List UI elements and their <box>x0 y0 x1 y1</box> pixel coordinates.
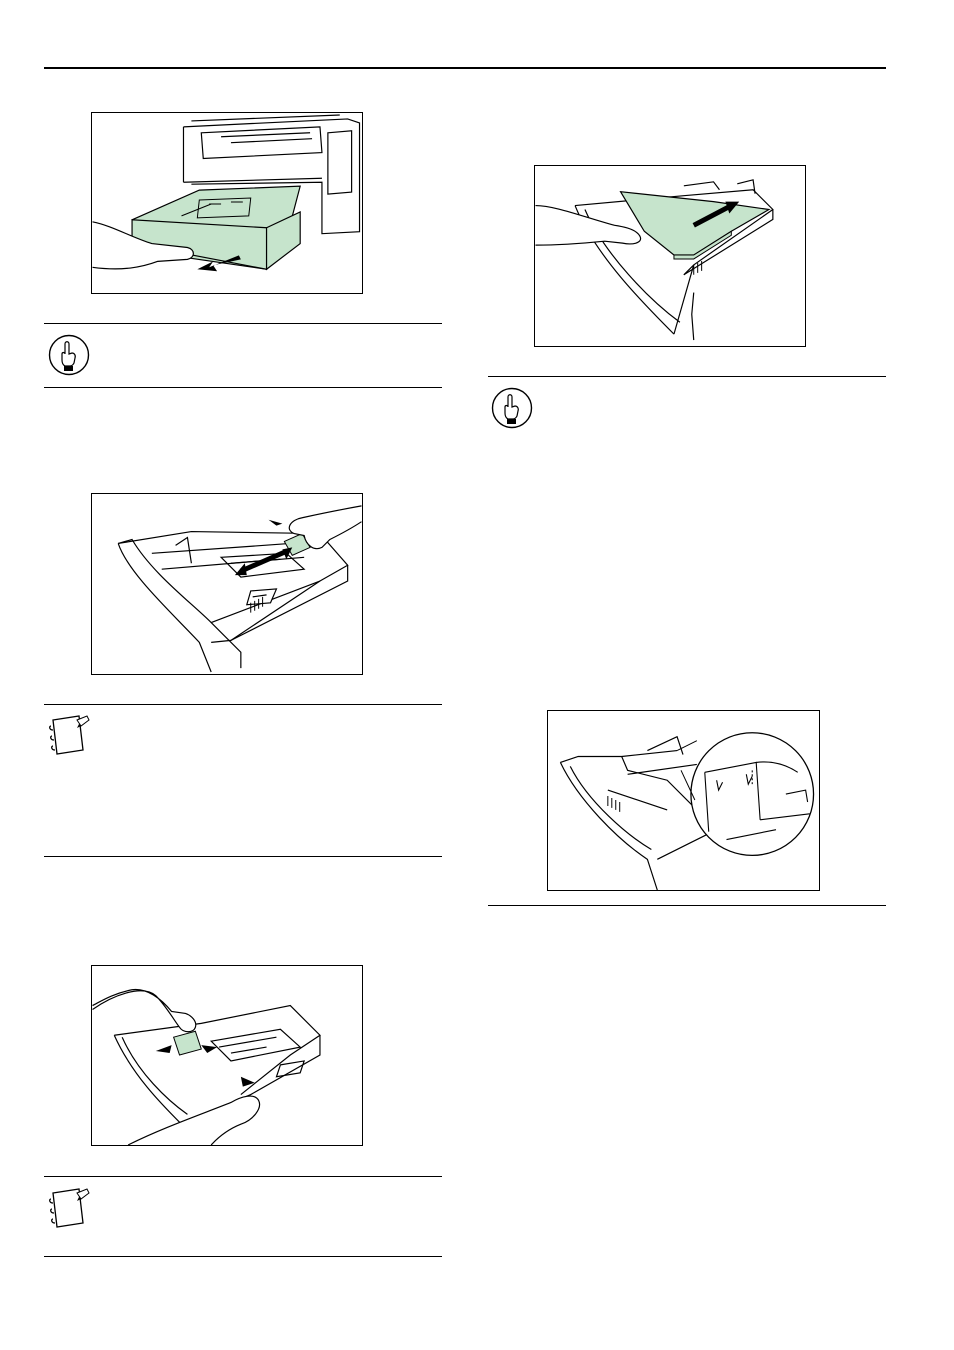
callout-bottom-rule <box>44 1256 442 1257</box>
callout-bottom-rule <box>44 856 442 857</box>
callout-bottom-rule <box>44 387 442 388</box>
fig-adjust-width-guides <box>91 965 363 1146</box>
width-guide-illustration <box>92 989 321 1145</box>
notepad-icon <box>47 714 91 758</box>
callout-top-rule <box>44 1176 442 1177</box>
callout-top-rule <box>488 376 886 377</box>
section-end-rule <box>488 905 886 906</box>
notepad-icon <box>47 1187 91 1231</box>
fig-paper-size-label <box>547 710 820 891</box>
fig-pull-out-drawer <box>91 112 363 294</box>
paper-load-illustration <box>535 179 774 341</box>
pointing-hand-icon <box>46 334 92 378</box>
callout-top-rule <box>44 704 442 705</box>
fig-load-paper <box>534 165 806 347</box>
length-guide-illustration <box>117 505 362 673</box>
drawer-pull-illustration <box>92 114 361 272</box>
header-rule <box>44 67 886 69</box>
limit-marker-illustration <box>559 732 815 890</box>
pointing-hand-icon <box>489 387 535 431</box>
callout-top-rule <box>44 323 442 324</box>
fig-adjust-length-guide <box>91 493 363 675</box>
